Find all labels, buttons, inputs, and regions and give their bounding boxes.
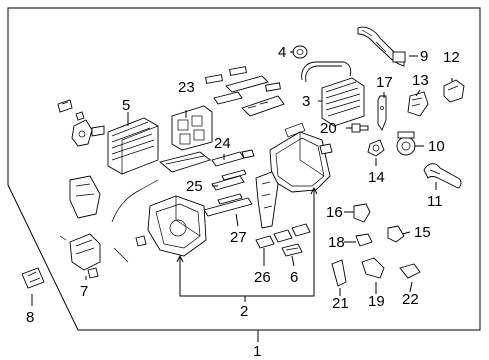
part-22-vent <box>399 263 421 279</box>
part-9-pipe <box>357 26 406 67</box>
part-center-duct <box>255 171 279 229</box>
part-8-filter <box>21 267 45 289</box>
callout-2: 2 <box>240 303 248 320</box>
part-26-actuator <box>255 223 311 249</box>
part-link-lever <box>159 151 211 173</box>
part-seals-top <box>205 66 285 117</box>
part-21-duct <box>331 259 347 287</box>
callout-11: 11 <box>427 193 443 210</box>
part-6-actuator <box>281 243 303 257</box>
part-expansion-valve <box>71 111 105 147</box>
callout-4: 4 <box>278 44 286 61</box>
callout-20: 20 <box>320 120 337 137</box>
callout-25: 25 <box>186 178 203 195</box>
callout-8: 8 <box>26 309 34 326</box>
callout-23: 23 <box>178 79 195 96</box>
callout-18: 18 <box>328 234 345 251</box>
part-13-valve <box>407 91 429 117</box>
callout-27: 27 <box>230 229 247 246</box>
callout-3: 3 <box>302 93 310 110</box>
callout-numbers: 1 2 3 4 5 6 7 8 9 10 11 12 13 14 15 16 1… <box>26 44 460 360</box>
part-wires <box>59 179 159 263</box>
callout-22: 22 <box>402 291 419 308</box>
callout-1: 1 <box>253 343 261 360</box>
part-27-door <box>203 193 253 217</box>
part-20-bolt <box>351 123 369 133</box>
diagram-frame <box>7 7 481 331</box>
part-25-door <box>211 169 247 191</box>
part-23-duct <box>171 105 213 151</box>
part-7-blower-motor <box>69 233 101 279</box>
callout-17: 17 <box>376 74 393 91</box>
part-12-sensor <box>443 79 465 103</box>
part-16-fitting <box>353 203 371 223</box>
callout-7: 7 <box>80 283 88 300</box>
callout-16: 16 <box>326 204 343 221</box>
part-17-bracket <box>377 95 387 131</box>
part-24-door <box>211 149 255 167</box>
part-intake-duct <box>69 175 101 219</box>
callout-14: 14 <box>368 169 385 186</box>
callout-19: 19 <box>368 293 385 310</box>
part-15-fitting <box>387 225 405 243</box>
callout-24: 24 <box>214 135 231 152</box>
callout-5: 5 <box>122 97 130 114</box>
part-5-evaporator <box>107 117 159 175</box>
part-14-seal <box>367 139 385 157</box>
callout-9: 9 <box>420 48 428 65</box>
part-10-valve <box>396 131 422 156</box>
callout-12: 12 <box>443 49 460 66</box>
callout-26: 26 <box>254 269 271 286</box>
part-blower-housing <box>147 195 207 257</box>
part-3-heater-core <box>301 61 365 127</box>
part-heater-unit <box>269 122 333 193</box>
callout-6: 6 <box>290 269 298 286</box>
part-4-grommet <box>292 45 308 59</box>
part-grommet-left <box>57 99 73 113</box>
callout-10: 10 <box>428 138 445 155</box>
part-11-hose <box>423 163 462 189</box>
part-19-duct <box>361 257 385 279</box>
callout-13: 13 <box>412 72 429 89</box>
callout-15: 15 <box>414 224 431 241</box>
leader-lines <box>31 51 453 342</box>
callout-21: 21 <box>332 295 349 312</box>
part-18-fitting <box>355 233 373 247</box>
